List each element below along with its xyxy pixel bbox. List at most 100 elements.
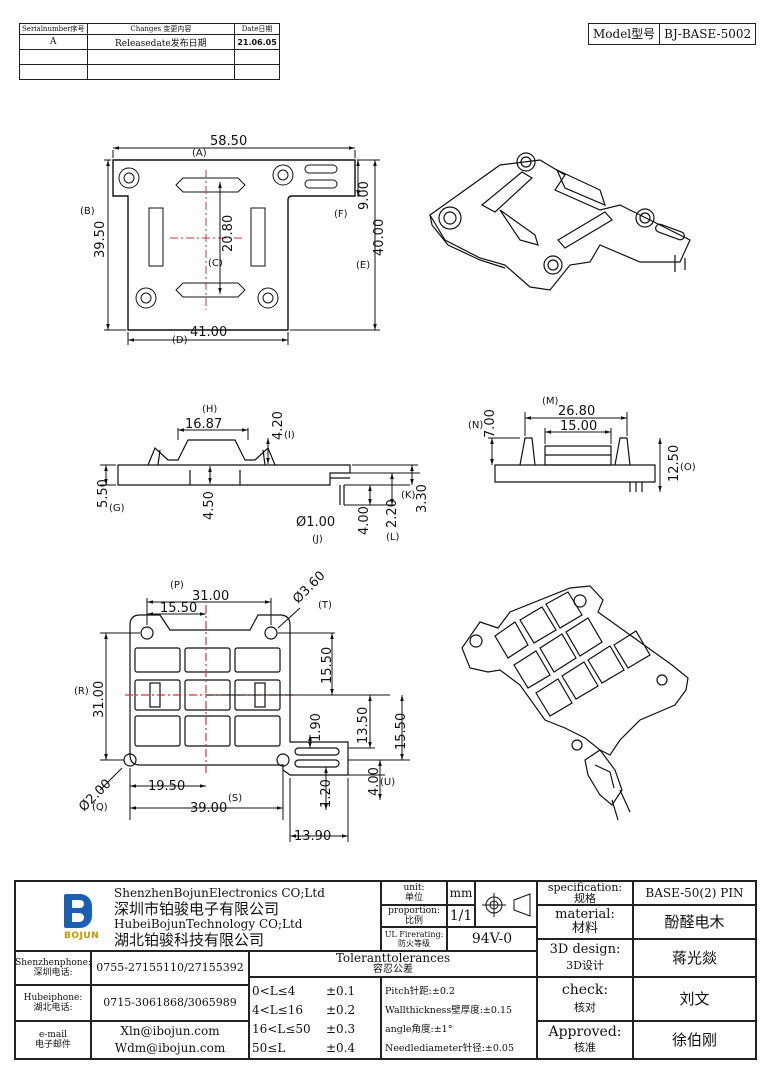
dim-k-value: 3.30 (415, 484, 430, 513)
top-view (104, 146, 380, 345)
iso-view-top (429, 152, 691, 291)
dim-1350-value: 13.50 (356, 707, 371, 744)
dim-l-value: 2.20 (385, 499, 400, 528)
dim-d-ref: (D) (172, 335, 188, 346)
side-slot (250, 207, 266, 267)
dim-a-value: 58.50 (210, 134, 247, 149)
unit-cn: 单位 (404, 893, 423, 903)
company-logo: BOJUN (64, 894, 99, 943)
company-en-2: HubeiBojunTechnology CO;Ltd (114, 917, 303, 931)
dim-k-ref: (K) (401, 490, 415, 501)
dim-i-ref: (I) (284, 430, 295, 441)
dim-400-value: 4.00 (357, 506, 372, 535)
dim-s-ref: (S) (228, 793, 242, 804)
dim-d-value: 41.00 (190, 325, 227, 340)
dim-120-value: 1.20 (319, 779, 334, 808)
dim-1550-value: 15.50 (160, 601, 197, 616)
unit-value: mm (447, 881, 475, 905)
dim-n-ref: (N) (468, 420, 483, 431)
dim-c-value: 20.80 (221, 215, 236, 252)
dim-h-ref: (H) (202, 404, 217, 415)
model-label: Model型号 (589, 24, 661, 44)
material-cn: 材料 (571, 921, 598, 936)
spec-value: BASE-50(2) PIN (633, 881, 756, 905)
approved-cn: 核准 (574, 1041, 596, 1054)
revision-table: Serialnumber序号 Changes 变更内容 Date日期 A Rel… (19, 23, 280, 80)
material-value: 酚醛电木 (633, 905, 756, 939)
dim-t-ref: (T) (318, 600, 332, 611)
proportion-cn: 比例 (404, 916, 423, 926)
top-view-outline (112, 159, 356, 331)
tol-value: ±0.2 (326, 1003, 356, 1017)
dim-n-value: 7.00 (483, 409, 498, 438)
dim-j-ref: (J) (312, 534, 323, 545)
tol-note: Needlediameter针径:±0.05 (385, 1043, 515, 1054)
dim-g-value: 5.50 (96, 479, 111, 508)
projection-symbol (475, 881, 537, 927)
email-label: e-mail (38, 1030, 68, 1040)
title-block: BOJUN ShenzhenBojunElectronics CO;Ltd 深圳… (14, 880, 757, 1060)
spec-label: specification: (547, 881, 623, 894)
dim-o-value: 12.50 (667, 445, 682, 482)
email-2[interactable]: Wdm@ibojun.com (114, 1041, 226, 1055)
dim-e-ref: (E) (356, 260, 370, 271)
pin-slot (304, 179, 338, 189)
dim-1550b-value: 15.50 (320, 647, 335, 684)
mount-hole (272, 164, 294, 186)
hb-phone-cn: 湖北电话: (33, 1003, 73, 1013)
mount-hole (135, 287, 157, 309)
proportion-label: proportion: (388, 906, 440, 916)
dim-r-value: 31.00 (92, 681, 107, 718)
fire-value: 94V-0 (447, 927, 537, 951)
tol-value: ±0.4 (326, 1041, 356, 1055)
pin-slot (304, 164, 338, 174)
dim-r-ref: (R) (74, 686, 89, 697)
dim-190-value: 1.90 (309, 713, 324, 742)
dim-f-value: 9.00 (357, 181, 372, 210)
design-label: 3D design: (549, 942, 621, 957)
dim-p-ref: (P) (170, 580, 184, 591)
dim-m-value: 26.80 (558, 404, 595, 419)
rev-cell (234, 64, 280, 80)
dim-m-ref: (M) (542, 396, 559, 407)
dim-g-ref: (G) (109, 503, 125, 514)
tol-title: Toleranttolerances (335, 951, 451, 965)
side-view (100, 428, 420, 506)
proportion-value: 1/1 (447, 905, 475, 927)
dim-h-value: 16.87 (185, 417, 222, 432)
dim-i-value: 4.20 (271, 411, 286, 440)
check-value: 刘文 (633, 977, 756, 1021)
sz-phone-label: Shenzhenphone: (15, 958, 91, 968)
unit-label: unit: (403, 883, 425, 893)
fire-cn: 防火等级 (398, 939, 430, 948)
dim-l-ref: (L) (386, 532, 399, 543)
company-cn-1: 深圳市铂骏电子有限公司 (114, 900, 280, 918)
tol-note: Wallthickness壁厚度:±0.15 (385, 1005, 513, 1016)
approved-label: Approved: (548, 1024, 622, 1040)
tol-range: 50≤L (252, 1041, 286, 1055)
dim-1500-value: 15.00 (560, 419, 597, 434)
dim-b-value: 39.50 (93, 221, 108, 258)
tol-ranges: 0<L≤4±0.1 4<L≤16±0.2 16<L≤50±0.3 50≤L±0.… (249, 977, 381, 1059)
tol-range: 0<L≤4 (252, 984, 296, 998)
dim-q-ref: (Q) (92, 802, 108, 813)
company-en-1: ShenzhenBojunElectronics CO;Ltd (114, 886, 325, 900)
email-1[interactable]: Xln@ibojun.com (120, 1024, 220, 1038)
iso-view-bottom (461, 585, 689, 821)
material-label: material: (555, 907, 615, 922)
company-cn-2: 湖北铂骏科技有限公司 (114, 931, 265, 949)
approved-value: 徐伯刚 (633, 1021, 756, 1059)
tol-note: Pitch针距:±0.2 (385, 986, 455, 997)
tol-range: 16<L≤50 (252, 1022, 311, 1036)
tol-value: ±0.3 (326, 1022, 356, 1036)
logo-text: BOJUN (64, 931, 100, 941)
tol-value: ±0.1 (326, 984, 356, 998)
email-cn: 电子邮件 (34, 1040, 71, 1050)
dim-s-value: 39.00 (190, 801, 227, 816)
fire-label: UL Firerating: (384, 930, 444, 939)
dim-c-ref: (C) (208, 258, 223, 269)
design-cn: 3D设计 (566, 959, 604, 972)
check-cn: 核对 (574, 1001, 596, 1014)
dim-u-ref: (U) (380, 777, 395, 788)
spec-cn: 规格 (574, 892, 596, 905)
